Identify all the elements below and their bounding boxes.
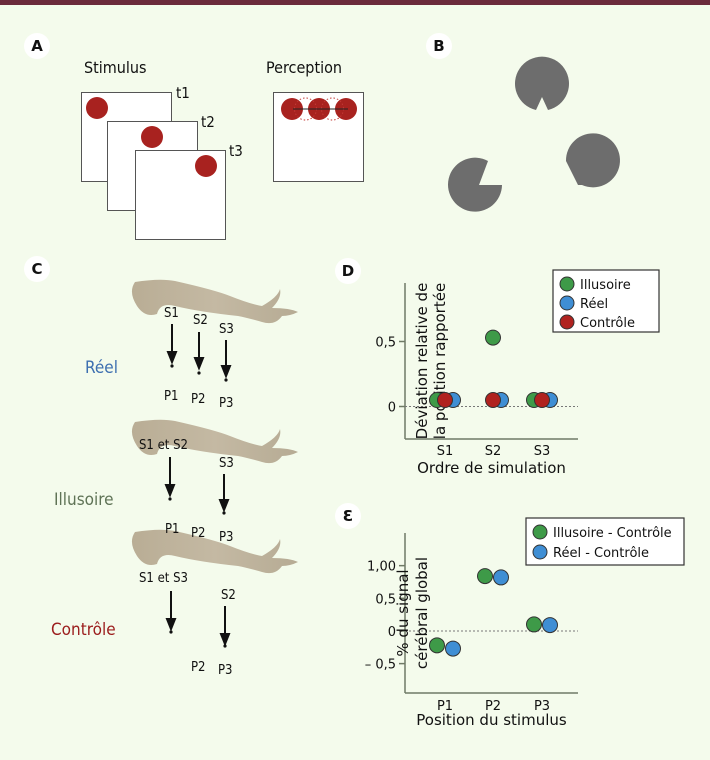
position-label: P3	[219, 530, 234, 545]
arrows-controle	[165, 591, 231, 648]
data-point-contrle	[534, 392, 550, 408]
y-axis-label: % du signal	[394, 569, 412, 656]
y-tick-label: 0	[388, 401, 396, 416]
y-tick-label: 0,5	[375, 336, 396, 351]
x-tick-label: S3	[534, 444, 551, 459]
frame-label-t1: t1	[176, 84, 190, 102]
position-label: P2	[191, 660, 206, 675]
arrow-label: S3	[219, 322, 234, 337]
legend-label: Réel - Contrôle	[553, 546, 649, 561]
perception-title: Perception	[266, 58, 343, 77]
y-axis-label: cérébral global	[413, 557, 431, 669]
data-point-illusoire-controle	[477, 568, 493, 585]
y-tick-label: 0,5	[375, 592, 396, 607]
x-tick-label: S1	[437, 444, 454, 459]
arrow-label: S3	[219, 456, 234, 471]
legend-marker	[559, 314, 575, 330]
y-tick-label: – 0,5	[365, 658, 396, 673]
arm-controle	[131, 529, 298, 574]
perception-dot-1	[281, 98, 303, 120]
arrows-reel	[166, 324, 232, 382]
arm-illusoire	[131, 419, 298, 464]
panel-b-badge: B	[426, 33, 452, 59]
x-tick-label: P1	[437, 699, 453, 714]
stimulus-dot-t2	[141, 126, 163, 148]
pacman-top	[514, 56, 569, 110]
condition-label-controle: Contrôle	[51, 620, 116, 640]
arrow-label: S1 et S3	[139, 571, 188, 586]
pacman-bottom-left	[448, 157, 502, 212]
data-point-reel-controle	[445, 640, 461, 657]
legend-marker	[532, 524, 548, 540]
x-tick-label: S2	[485, 444, 502, 459]
position-label: P1	[164, 389, 179, 404]
condition-label-reel: Réel	[85, 358, 118, 378]
legend-box	[525, 517, 685, 566]
position-label: P1	[165, 522, 180, 537]
arm-reel	[131, 279, 298, 324]
frame-label-t2: t2	[201, 113, 215, 131]
data-point-contrle	[485, 392, 501, 408]
legend-label: Illusoire	[580, 278, 631, 293]
arrows-illusoire	[164, 457, 230, 515]
panel-d-badge: D	[335, 258, 361, 284]
position-label: P3	[218, 663, 233, 678]
arrow-label: S1	[164, 306, 179, 321]
legend-marker	[559, 276, 575, 292]
frame-label-t3: t3	[229, 142, 243, 160]
data-point-contrle	[437, 392, 453, 408]
stimulus-title: Stimulus	[84, 58, 147, 77]
condition-label-illusoire: Illusoire	[54, 490, 114, 510]
y-axis-label: Déviation relative de	[413, 283, 431, 440]
legend-label: Réel	[580, 297, 608, 312]
data-point-reel-controle	[542, 617, 558, 634]
x-axis-label: Position du stimulus	[416, 711, 567, 729]
position-label: P3	[219, 396, 234, 411]
arrow-label: S2	[193, 313, 208, 328]
stimulus-dot-t3	[195, 155, 217, 177]
pacman-bottom-right	[565, 133, 620, 188]
legend-marker	[532, 544, 548, 560]
stimulus-dot-t1	[86, 97, 108, 119]
data-point-illusoire-controle	[429, 637, 445, 654]
x-axis-label: Ordre de simulation	[417, 459, 566, 477]
x-tick-label: P3	[534, 699, 550, 714]
panel-e-badge: Ɛ	[335, 503, 361, 529]
position-label: P2	[191, 526, 206, 541]
y-tick-label: 1,00	[367, 560, 396, 575]
perception-dots	[281, 97, 357, 121]
y-tick-label: 0	[388, 625, 396, 640]
data-point-reel-controle	[493, 569, 509, 586]
top-border-bar	[0, 0, 710, 5]
panel-a-badge: A	[24, 33, 50, 59]
x-tick-label: P2	[485, 699, 501, 714]
data-point-illusoire	[485, 329, 501, 346]
arrow-label: S1 et S2	[139, 438, 188, 453]
legend-label: Illusoire - Contrôle	[553, 526, 672, 541]
panel-c-badge: C	[24, 256, 50, 282]
legend-label: Contrôle	[580, 316, 635, 331]
y-axis-label: la position rapportée	[431, 283, 449, 439]
position-label: P2	[191, 392, 206, 407]
arrow-label: S2	[221, 588, 236, 603]
legend-marker	[559, 295, 575, 311]
data-point-illusoire-controle	[526, 616, 542, 633]
